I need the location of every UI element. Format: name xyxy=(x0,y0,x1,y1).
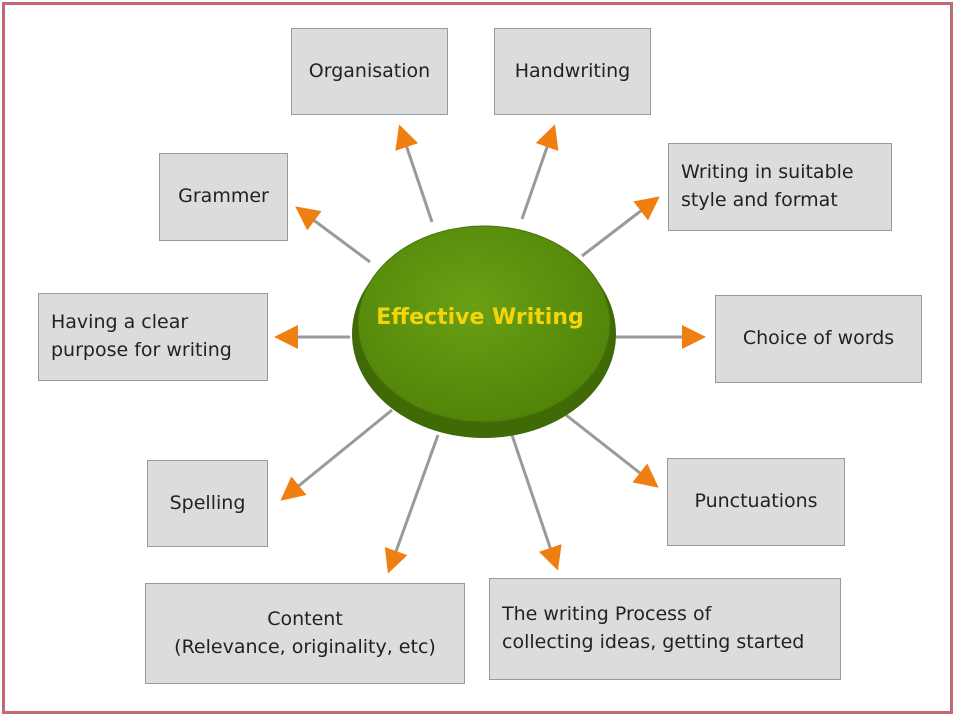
arrow-organisation xyxy=(395,124,434,223)
node-choice-of-words: Choice of words xyxy=(715,295,922,383)
arrow-handwriting xyxy=(520,124,559,220)
center-label: Effective Writing xyxy=(376,305,584,330)
arrow-content xyxy=(384,434,440,574)
arrow-process xyxy=(510,434,562,571)
node-grammer: Grammer xyxy=(159,153,288,241)
center-ellipse xyxy=(357,225,611,423)
arrow-grammer xyxy=(295,206,371,264)
arrow-style xyxy=(581,196,660,258)
node-content: Content (Relevance, originality, etc) xyxy=(145,583,465,684)
node-writing-process: The writing Process of collecting ideas,… xyxy=(489,578,841,680)
node-spelling: Spelling xyxy=(147,460,268,547)
node-purpose: Having a clear purpose for writing xyxy=(38,293,268,381)
slide-border xyxy=(2,2,953,714)
arrow-spelling xyxy=(280,408,393,501)
node-style: Writing in suitable style and format xyxy=(668,143,892,231)
node-punctuations: Punctuations xyxy=(667,458,845,546)
node-organisation: Organisation xyxy=(291,28,448,115)
node-handwriting: Handwriting xyxy=(494,28,651,115)
arrow-punctuations xyxy=(565,413,659,488)
